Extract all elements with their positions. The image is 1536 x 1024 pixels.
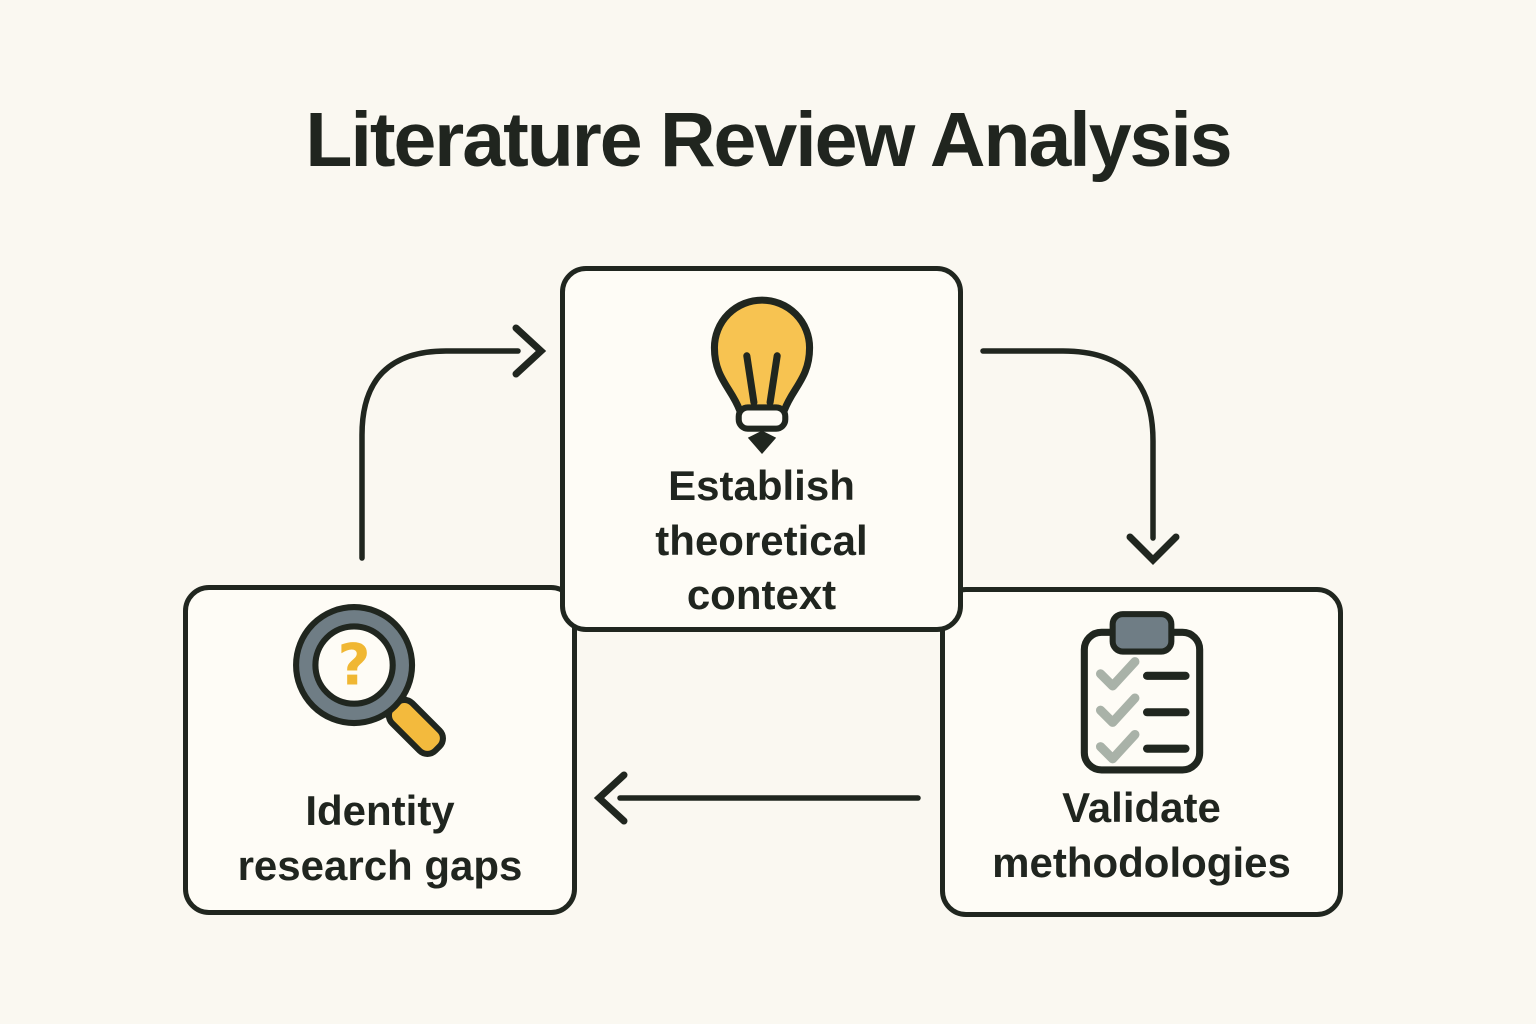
- magnifying-glass-question-icon: ?: [291, 602, 469, 780]
- node-establish-theoretical-context: Establish theoretical context: [560, 266, 963, 632]
- clipboard-checklist-icon: [1076, 605, 1208, 777]
- node-identity-research-gaps: ? Identity research gaps: [183, 585, 577, 915]
- arrow-identity-to-establish: [359, 324, 547, 561]
- node-label: Validate methodologies: [992, 784, 1291, 886]
- page-title: Literature Review Analysis: [305, 97, 1232, 183]
- question-mark-glyph: ?: [338, 632, 371, 698]
- arrow-validate-to-identity: [593, 771, 921, 825]
- node-label: Identity research gaps: [237, 787, 523, 889]
- node-validate-methodologies: Validate methodologies: [940, 587, 1343, 917]
- arrow-establish-to-validate: [980, 348, 1180, 565]
- lightbulb-icon: [701, 289, 823, 457]
- node-label: Establish theoretical context: [655, 462, 868, 619]
